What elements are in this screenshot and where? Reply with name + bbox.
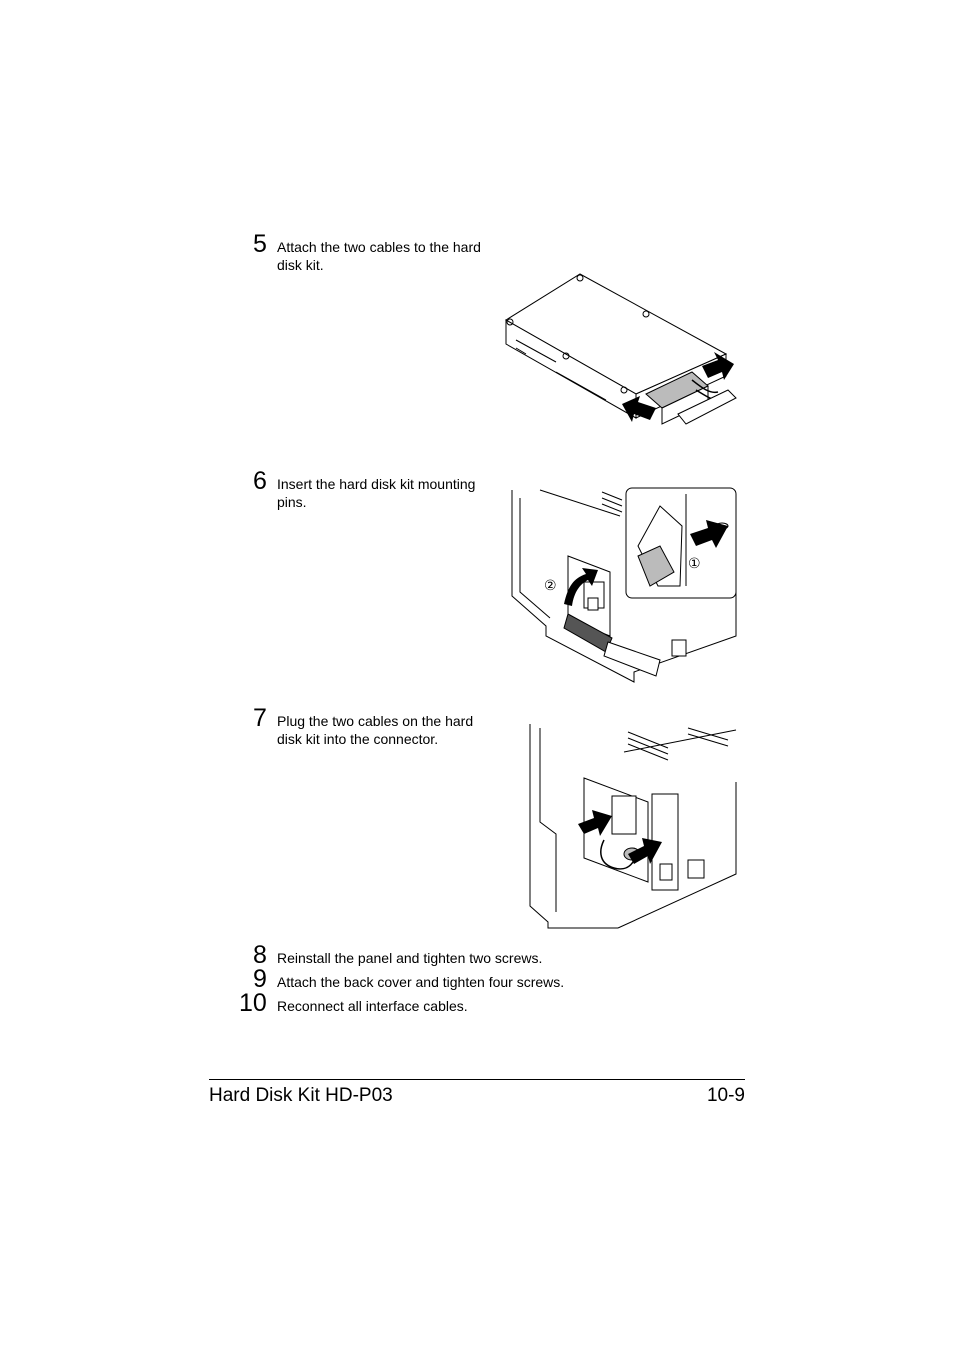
interface-port [659, 863, 673, 881]
interface-port [671, 639, 687, 657]
hard-disk-cable-illustration [505, 273, 737, 425]
step-7-text: Plug the two cables on the hard disk kit… [277, 712, 473, 748]
step-8-text: Reinstall the panel and tighten two scre… [277, 950, 543, 966]
callout-2: ② [544, 578, 557, 594]
connector-block [611, 795, 637, 835]
footer-title: Hard Disk Kit HD-P03 [209, 1085, 393, 1106]
step-9-text: Attach the back cover and tighten four s… [277, 974, 565, 990]
screw-hole [576, 274, 584, 282]
step-6-text-line1: Insert the hard disk kit mounting [277, 476, 476, 492]
arrow-icon [690, 520, 728, 548]
printer-outline [511, 490, 737, 683]
screw-hole [562, 352, 570, 360]
callout-1: ① [688, 556, 701, 572]
cable [691, 379, 719, 394]
step-5-text-line2: disk kit. [277, 257, 324, 273]
interface-port [687, 859, 705, 879]
connector-housing [677, 389, 737, 425]
printer-outline [529, 724, 618, 929]
arrow-icon [578, 810, 612, 836]
screw-hole [642, 310, 650, 318]
curved-arrow-icon [564, 568, 598, 606]
arrow-icon [622, 396, 656, 422]
step-6-text-line2: pins. [277, 494, 307, 510]
step-5-number: 5 [253, 230, 267, 258]
step-6-text: Insert the hard disk kit mounting pins. [277, 475, 475, 511]
step-5-text: Attach the two cables to the hard disk k… [277, 238, 481, 274]
arrow-icon [702, 352, 734, 380]
mounting-pins-illustration: ① ② [511, 487, 737, 683]
step-8-number: 8 [253, 941, 267, 969]
connector-plug-illustration [529, 724, 737, 929]
page-number: 10-9 [706, 1085, 745, 1106]
step-7-number: 7 [253, 704, 267, 732]
step-7-text-line2: disk kit into the connector. [277, 731, 439, 747]
step-6-number: 6 [253, 467, 267, 495]
screw-hole [620, 386, 628, 394]
step-10-text: Reconnect all interface cables. [277, 998, 468, 1014]
mounting-pin [637, 545, 675, 587]
step-10-number: 10 [239, 989, 267, 1017]
step-5-text-line1: Attach the two cables to the hard [277, 239, 481, 255]
arrow-icon [628, 838, 662, 864]
step-7-text-line1: Plug the two cables on the hard [277, 713, 474, 729]
footer-rule [209, 1079, 745, 1080]
step-9-number: 9 [253, 965, 267, 993]
mounting-bracket [603, 641, 661, 677]
screw-hole [506, 318, 514, 326]
